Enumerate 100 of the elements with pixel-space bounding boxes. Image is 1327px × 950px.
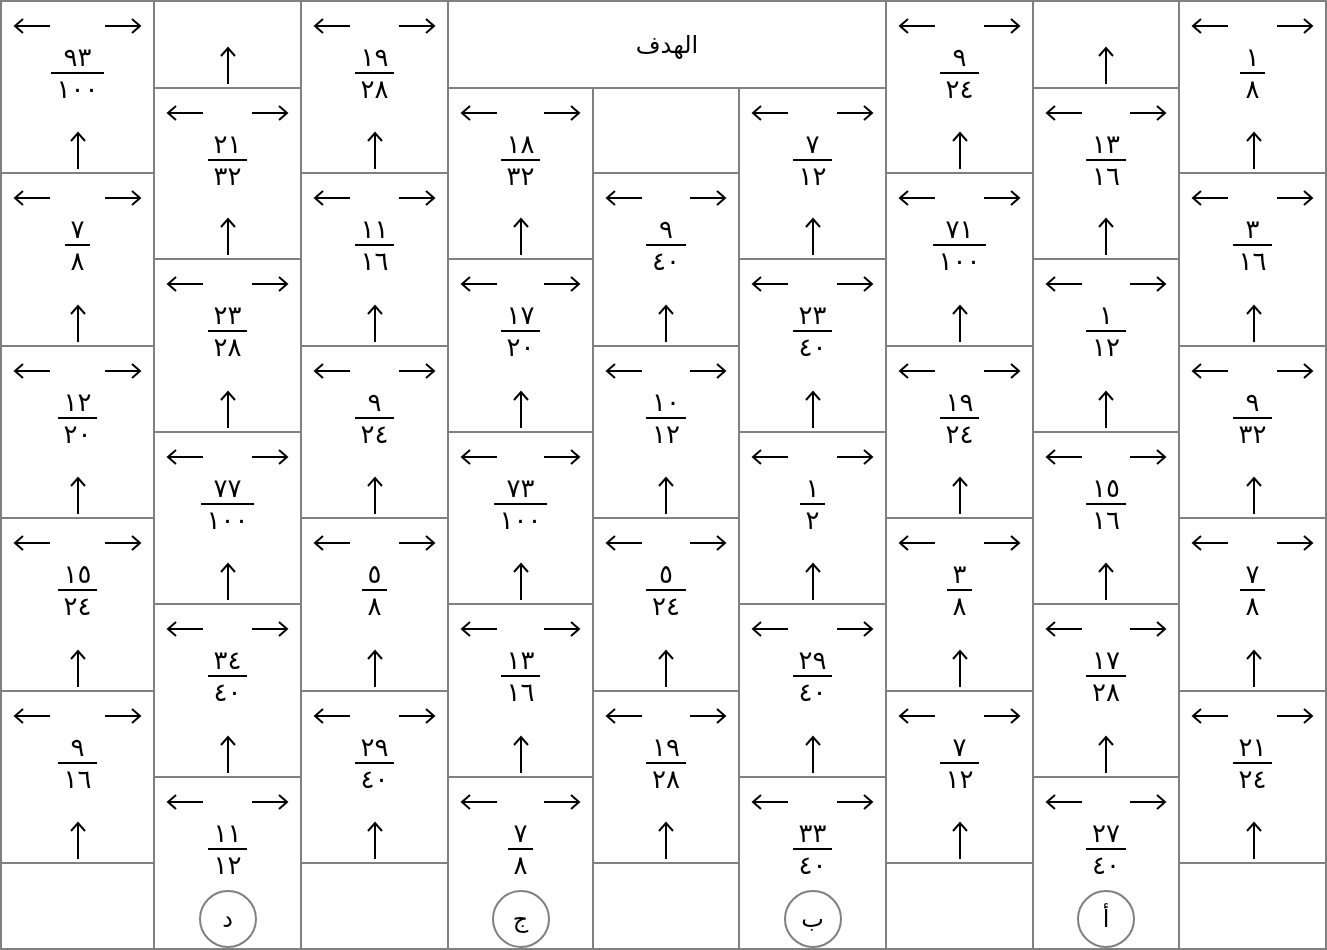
numerator: ٥ [658,559,674,589]
empty-cell [592,862,738,950]
maze-cell [885,517,1032,690]
denominator: ٢٠ [505,332,536,362]
maze-cell [1032,431,1178,603]
empty-cell [1178,862,1327,950]
numerator: ٧٣ [505,473,536,503]
numerator: ١١ [212,818,243,848]
denominator: ١٦ [1091,505,1121,535]
numerator: ٩ [366,387,383,417]
maze-cell [153,258,300,431]
letter-label: ج [512,905,529,933]
denominator: ١٦ [1091,161,1121,191]
denominator: ٤٠ [797,850,828,880]
maze-cell [300,0,447,172]
denominator: ٢٤ [359,419,390,449]
denominator: ٨ [951,591,968,621]
denominator: ٢٤ [62,591,93,621]
empty-cell [592,87,738,172]
numerator: ١٥ [1091,473,1121,503]
maze-cell [738,431,885,603]
numerator: ٢١ [1237,732,1268,762]
denominator: ٢٤ [944,419,975,449]
denominator: ١٢ [651,419,681,449]
denominator: ٤٠ [359,764,390,794]
letter-label: د [222,905,233,933]
maze-cell [885,172,1032,345]
numerator: ١٩ [359,42,390,72]
denominator: ٢٨ [212,332,243,362]
maze-cell [447,603,592,776]
denominator: ٨ [366,591,383,621]
maze-cell [1178,0,1327,172]
denominator: ١٠٠ [937,246,982,276]
maze-cell [0,690,153,862]
numerator: ٢٩ [359,732,390,762]
maze-cell [1178,345,1327,517]
maze-cell [300,172,447,345]
maze-cell [447,258,592,431]
maze-cell [153,776,300,950]
numerator: ٢١ [212,129,243,159]
start-circle [491,890,550,948]
numerator: ١ [1098,300,1114,330]
letter-label: ب [801,905,824,933]
maze-cell [592,345,738,517]
numerator: ١٩ [651,732,681,762]
denominator: ٢٤ [651,591,681,621]
letter-label: أ [1102,905,1110,933]
denominator: ١٦ [359,246,390,276]
denominator: ٤٠ [651,246,681,276]
denominator: ٨ [69,246,86,276]
numerator: ٧٧ [212,473,243,503]
numerator: ١٣ [1091,129,1121,159]
empty-cell [153,0,300,87]
numerator: ٥ [366,559,383,589]
denominator: ١٢ [797,161,828,191]
denominator: ٣٢ [505,161,536,191]
maze-cell [885,345,1032,517]
denominator: ١٢ [1091,332,1121,362]
maze-cell [153,431,300,603]
denominator: ١٢ [944,764,975,794]
maze-cell [447,431,592,603]
denominator: ١٠٠ [205,505,250,535]
maze-cell [1032,87,1178,258]
empty-cell [0,862,153,950]
maze-cell [592,172,738,345]
maze-cell [885,690,1032,862]
maze-cell [1032,603,1178,776]
numerator: ٣٣ [797,818,828,848]
numerator: ٧ [951,732,968,762]
numerator: ٩ [658,214,674,244]
denominator: ٢٨ [1091,677,1121,707]
numerator: ٧١ [944,214,975,244]
denominator: ٢٨ [359,74,390,104]
maze-cell [1178,172,1327,345]
numerator: ٧ [804,129,821,159]
numerator: ٩٣ [62,42,93,72]
maze-cell [0,0,153,172]
maze-cell [738,776,885,950]
numerator: ١٧ [1091,645,1121,675]
numerator: ٢٣ [797,300,828,330]
denominator: ١٢ [212,850,243,880]
maze-cell [592,517,738,690]
maze-cell [447,776,592,950]
numerator: ٣٤ [212,645,243,675]
numerator: ٢٣ [212,300,243,330]
numerator: ١٢ [62,387,93,417]
maze-cell [738,258,885,431]
denominator: ٨ [1244,74,1261,104]
numerator: ٧ [69,214,86,244]
maze-cell [0,172,153,345]
maze-cell [1032,776,1178,950]
numerator: ١٨ [505,129,536,159]
empty-cell [300,862,447,950]
numerator: ٣ [951,559,968,589]
maze-cell [300,690,447,862]
numerator: ١٩ [944,387,975,417]
start-circle [1077,890,1135,948]
numerator: ٢٧ [1091,818,1121,848]
maze-cell [0,345,153,517]
maze-cell [738,603,885,776]
